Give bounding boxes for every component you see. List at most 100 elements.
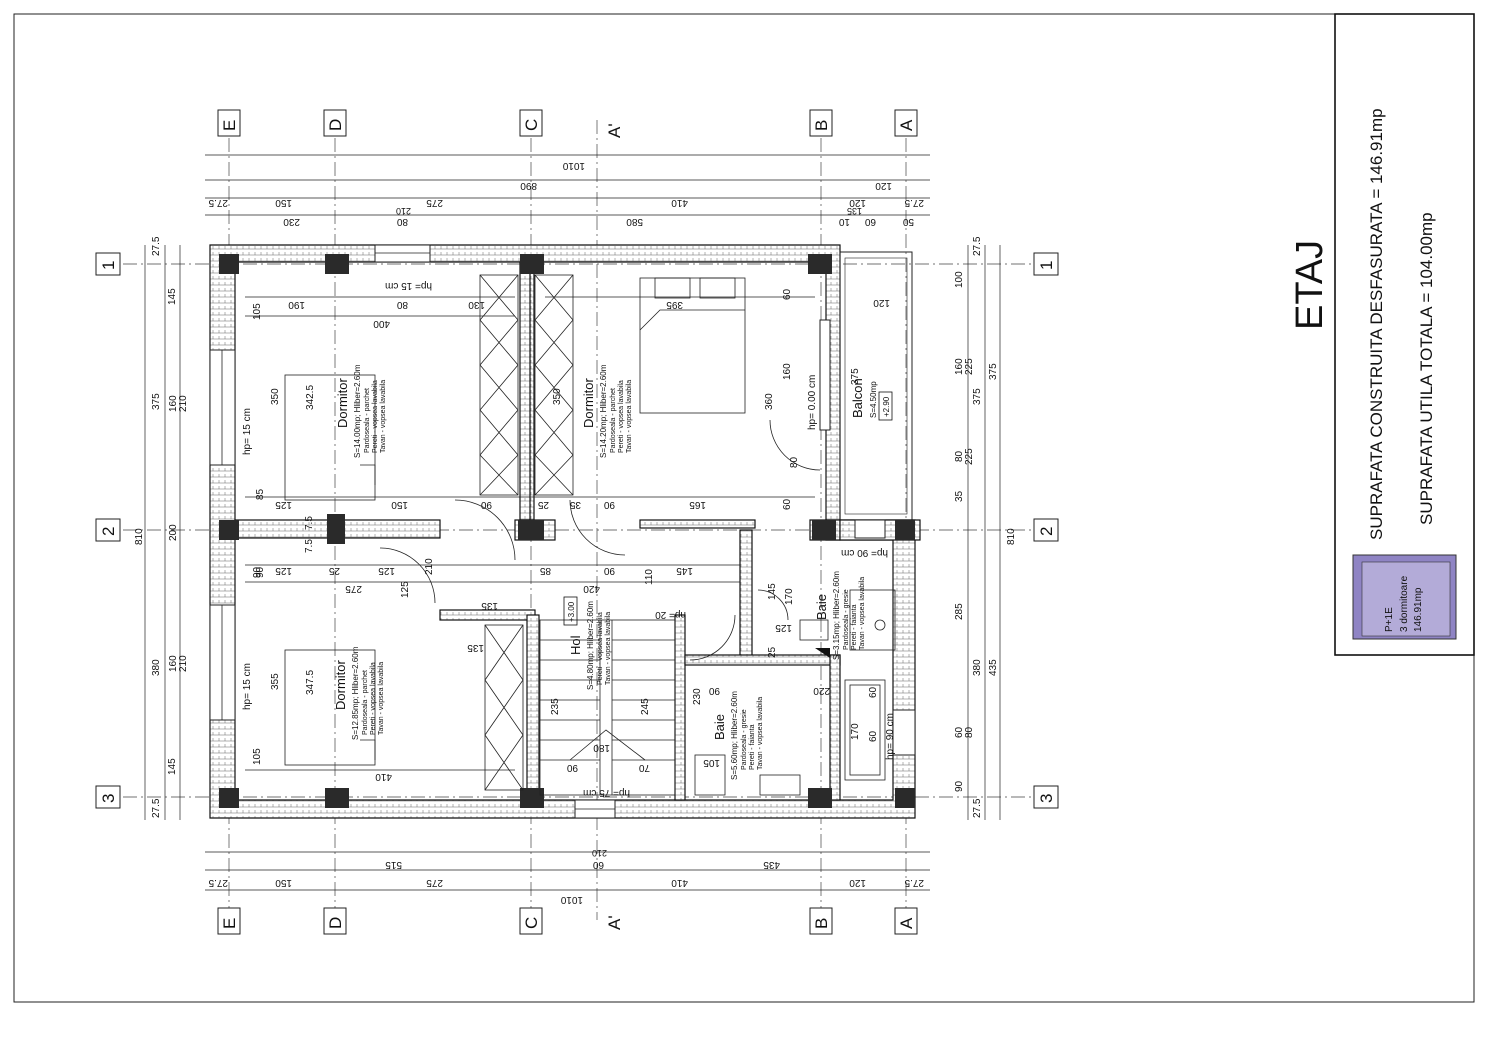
- section-mark-top: A': [605, 123, 624, 138]
- dim-text: 375: [988, 363, 999, 380]
- note-text: hp= 15 cm: [385, 280, 432, 291]
- level-mark: +3.00: [567, 601, 576, 622]
- dim-text: 225: [964, 448, 975, 465]
- dim-text: 135: [467, 642, 484, 653]
- room-area: S=3.15mp; Hliber=2.60m: [832, 571, 841, 660]
- dim-text: 90: [954, 780, 965, 792]
- dim-text: 90: [255, 566, 266, 578]
- axis-label-2: 2: [1037, 527, 1056, 536]
- right-dimensions: 27.5 100 160 225 375 375 80 225 35 810 2…: [954, 236, 1017, 818]
- axis-label-e: E: [220, 120, 239, 131]
- staircase: [539, 619, 676, 796]
- room-finish: Tavan - vopsea lavabila: [605, 612, 612, 685]
- room-area: S=4.50mp: [869, 381, 878, 418]
- dim-text: 210: [424, 558, 435, 575]
- room-name: Dormitor: [333, 659, 348, 710]
- room-finish: Pereti - vopsea lavabila: [597, 612, 604, 685]
- dim-text: 410: [671, 877, 688, 888]
- room-finish: Tavan - vopsea lavabila: [380, 380, 387, 453]
- room-name: Balcon: [850, 378, 865, 418]
- dim-text: 160: [782, 363, 793, 380]
- room-balcon: Balcon S=4.50mp +2.90: [850, 378, 893, 421]
- axis-markers-sides: 1 2 3 1 2 3: [95, 252, 1059, 809]
- dim-text: 27.5: [208, 877, 228, 888]
- dim-text: 27.5: [151, 798, 162, 818]
- dim-text: 135: [847, 206, 862, 216]
- dim-text: 380: [151, 659, 162, 676]
- dim-text: 60: [782, 288, 793, 300]
- dim-text: 375: [151, 393, 162, 410]
- axis-label-c: C: [522, 917, 541, 929]
- axis-label-d: D: [326, 917, 345, 929]
- axis-label-3: 3: [99, 794, 118, 803]
- dim-text: 890: [520, 180, 537, 191]
- dim-text: 105: [252, 303, 263, 320]
- room-area: S=4.80mp; Hliber=2.60m: [586, 601, 595, 690]
- dim-text: 120: [875, 180, 892, 191]
- dim-text: 27.5: [904, 877, 924, 888]
- dim-text: 350: [552, 388, 563, 405]
- dim-text: 60: [782, 498, 793, 510]
- dim-text: 50: [902, 216, 914, 227]
- dim-text: 90: [252, 566, 263, 578]
- room-area: S=5.60mp; Hliber=2.60m: [730, 691, 739, 780]
- dim-text: 200: [168, 524, 179, 541]
- area-built-label: SUPRAFATA CONSTRUITA DESFASURATA = 146.9…: [1367, 108, 1386, 540]
- dim-text: 160: [954, 358, 965, 375]
- room-name: Baie: [814, 594, 829, 620]
- dim-text: 125: [775, 622, 792, 633]
- note-text: hp= 90 cm: [841, 547, 888, 558]
- floor-title: ETAJ: [1289, 240, 1331, 330]
- door-swings: [379, 419, 821, 661]
- dim-text: 230: [692, 688, 703, 705]
- dim-text: 150: [275, 197, 292, 208]
- room-area: S=12.85mp; Hliber=2.60m: [351, 646, 360, 740]
- dim-text: 235: [550, 698, 561, 715]
- dim-text: 125: [275, 499, 292, 510]
- note-text: hp= 90 cm: [885, 713, 896, 760]
- room-dormitor-3: Dormitor S=12.85mp; Hliber=2.60m Pardose…: [333, 646, 385, 740]
- wardrobes: [479, 274, 574, 791]
- dim-text: 225: [964, 358, 975, 375]
- dim-text: 150: [275, 877, 292, 888]
- room-name: Baie: [712, 714, 727, 740]
- dim-text: 7.5: [304, 516, 315, 530]
- room-hol: Hol S=4.80mp; Hliber=2.60m Pereti - vops…: [563, 596, 612, 690]
- room-finish: Pereti - vopsea lavabila: [372, 380, 379, 453]
- dim-text: 515: [385, 859, 402, 870]
- dim-text: 395: [666, 299, 683, 310]
- stamp-box: P+1E 3 dormitoare 146.91mp: [1352, 554, 1457, 640]
- room-finish: Pereti - vopsea lavabila: [618, 380, 625, 453]
- room-dormitor-2: Dormitor S=14.20mp; Hliber=2.60m Pardose…: [581, 364, 633, 458]
- dim-text: 90: [603, 565, 615, 576]
- dim-text: 85: [255, 488, 266, 500]
- stamp-rooms: 3 dormitoare: [1399, 575, 1410, 632]
- windows: [209, 244, 916, 819]
- section-mark-bottom: A': [605, 915, 624, 930]
- dim-text: 27.5: [972, 236, 983, 256]
- dim-text: 90: [480, 499, 492, 510]
- dim-text: 35: [954, 490, 965, 502]
- room-finish: Pardoseala - parchet: [362, 670, 369, 735]
- axis-markers-top: E D C B A A': [217, 109, 918, 138]
- dim-text: 120: [849, 197, 866, 208]
- area-useful-label: SUPRAFATA UTILA TOTALA = 104.00mp: [1417, 212, 1436, 525]
- dim-text: 125: [378, 565, 395, 576]
- dim-text: 580: [626, 216, 643, 227]
- dim-text: 230: [283, 216, 300, 227]
- room-finish: Pardoseala - parchet: [610, 388, 617, 453]
- dim-text: 375: [850, 368, 861, 385]
- dim-text: 27.5: [151, 236, 162, 256]
- dim-text: 275: [345, 583, 362, 594]
- sill-height-notes: hp= 15 cm hp= 15 cm hp= 15 cm hp= 0.00 c…: [242, 280, 896, 798]
- dim-text: 60: [868, 686, 879, 698]
- dim-text: 435: [988, 659, 999, 676]
- axis-label-2: 2: [99, 527, 118, 536]
- dim-text: 80: [964, 726, 975, 738]
- room-finish: Tavan - vopsea lavabila: [378, 662, 385, 735]
- room-finish: Pereti - faianta: [851, 604, 858, 650]
- dim-text: 35: [569, 499, 581, 510]
- top-dimensions: 1010 890 120 27.5 150 275 410 120 27.5 2…: [208, 160, 924, 227]
- structural-columns: [219, 254, 915, 808]
